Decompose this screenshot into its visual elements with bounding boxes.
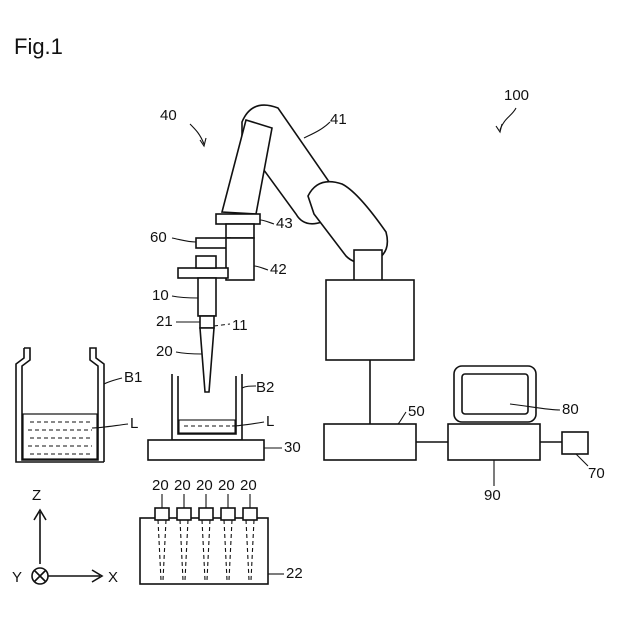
controller-box bbox=[324, 424, 416, 460]
arm-forearm bbox=[222, 120, 272, 214]
figure-title: Fig.1 bbox=[14, 34, 63, 59]
leader-sensor bbox=[172, 238, 196, 242]
label-container-b2: B2 bbox=[256, 379, 274, 396]
label-stage: 30 bbox=[284, 439, 301, 456]
leader-b2 bbox=[242, 386, 256, 388]
label-input: 70 bbox=[588, 465, 605, 482]
sensor-bar bbox=[196, 238, 230, 248]
rack-tip-label: 20 bbox=[240, 477, 257, 494]
arm-pedestal bbox=[354, 250, 382, 282]
leader-gripper bbox=[254, 266, 268, 270]
pipette-tip bbox=[200, 328, 214, 392]
label-gripper: 42 bbox=[270, 261, 287, 278]
label-tip-mark: 11 bbox=[232, 317, 248, 334]
gripper-jaw bbox=[196, 256, 216, 268]
label-system: 100 bbox=[504, 87, 529, 104]
label-pipette: 10 bbox=[152, 287, 169, 304]
rack-tip-label: 20 bbox=[218, 477, 235, 494]
label-tip-end: 21 bbox=[156, 313, 173, 330]
monitor-screen bbox=[462, 374, 528, 414]
wrist-flange bbox=[216, 214, 260, 224]
label-tip: 20 bbox=[156, 343, 173, 360]
gripper-body bbox=[226, 238, 254, 280]
leader-controller bbox=[398, 412, 406, 424]
label-flange: 43 bbox=[276, 215, 293, 232]
axis-z-label: Z bbox=[32, 487, 41, 504]
leader-tip-mark bbox=[214, 324, 230, 326]
leader-robot bbox=[190, 124, 204, 144]
label-robot: 40 bbox=[160, 107, 177, 124]
leader-system-arrow bbox=[496, 124, 502, 132]
label-tip-rack: 22 bbox=[286, 565, 303, 582]
rack-tip-label: 20 bbox=[196, 477, 213, 494]
label-arm: 41 bbox=[330, 111, 347, 128]
computer-box bbox=[448, 424, 540, 460]
robot-base-box bbox=[326, 280, 414, 360]
axis-y-cross bbox=[34, 570, 46, 582]
label-container-b1: B1 bbox=[124, 369, 142, 386]
axis-y-label: Y bbox=[12, 569, 22, 586]
rack-tip-label: 20 bbox=[174, 477, 191, 494]
rack-tip-label: 20 bbox=[152, 477, 169, 494]
pipette-tip-end bbox=[200, 316, 214, 328]
stage bbox=[148, 440, 264, 460]
axes: Z X Y bbox=[12, 487, 118, 586]
label-monitor: 80 bbox=[562, 401, 579, 418]
leader-b1 bbox=[104, 378, 122, 384]
leader-system bbox=[500, 108, 516, 130]
leader-flange bbox=[260, 220, 274, 224]
gripper-arm bbox=[178, 268, 228, 278]
leader-input bbox=[576, 454, 588, 466]
leader-tip bbox=[176, 352, 202, 354]
leader-arm bbox=[304, 122, 330, 138]
input-device bbox=[562, 432, 588, 454]
liquid-b1 bbox=[23, 414, 97, 459]
label-sensor: 60 bbox=[150, 229, 167, 246]
wrist-block bbox=[226, 224, 254, 238]
pipette-body bbox=[198, 278, 216, 316]
label-liquid-b2: L bbox=[266, 413, 274, 430]
container-b1 bbox=[16, 348, 104, 462]
label-liquid-b1: L bbox=[130, 415, 138, 432]
label-computer: 90 bbox=[484, 487, 501, 504]
label-controller: 50 bbox=[408, 403, 425, 420]
leader-pipette bbox=[172, 296, 198, 298]
axis-x-label: X bbox=[108, 569, 118, 586]
